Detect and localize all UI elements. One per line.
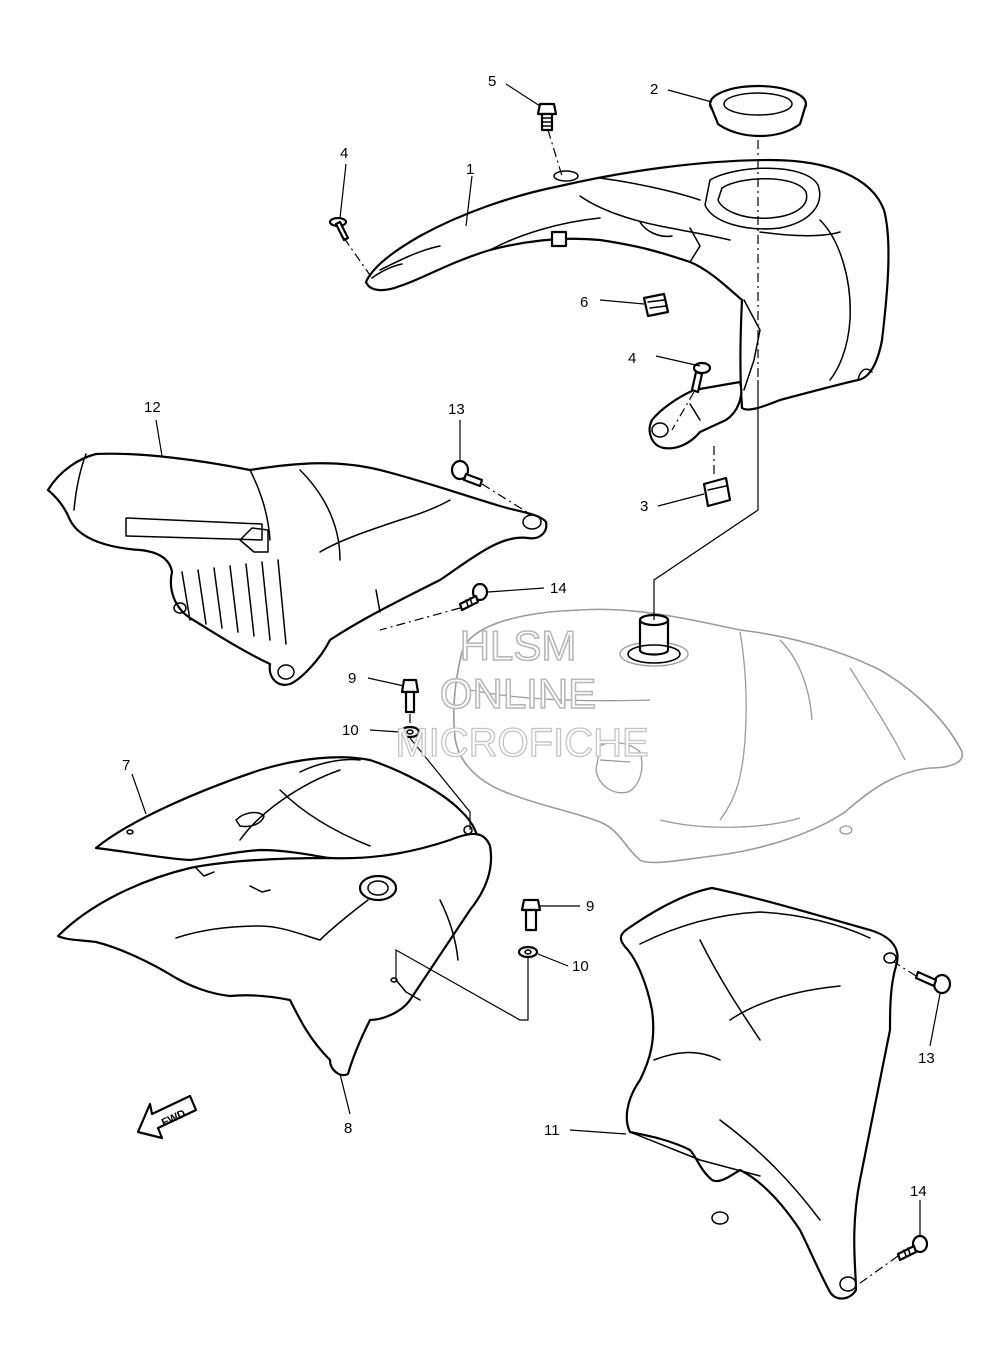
callout-labels: 1 2 3 4 4 5 6 7 8 9 9 10 10 11 12 13 13 … [122, 73, 935, 1200]
bolt-part-14-lower [896, 1234, 929, 1262]
callout-14: 14 [910, 1183, 927, 1200]
callout-14: 14 [550, 580, 567, 597]
assembly-lines [343, 129, 917, 1287]
watermark-line-1: HLSM [460, 622, 577, 669]
bolt-part-5 [536, 102, 558, 132]
callout-leaders [131, 83, 941, 1236]
fuel-tank-ghost [453, 608, 964, 864]
nut-clip-part-3 [702, 476, 732, 508]
grommet-part-2 [708, 84, 808, 138]
watermark: HLSM ONLINE MICROFICHE [395, 621, 650, 765]
callout-1: 1 [466, 161, 474, 178]
callout-11: 11 [544, 1122, 560, 1139]
callout-12: 12 [144, 399, 161, 416]
side-panel-part-8 [56, 832, 493, 1077]
callout-8: 8 [344, 1120, 352, 1137]
callout-7: 7 [122, 757, 130, 774]
tank-cover-part-1 [364, 158, 890, 411]
screw-part-13-upper [450, 459, 484, 488]
callout-10: 10 [342, 722, 359, 739]
connection-lines [395, 380, 759, 1021]
fwd-arrow-icon: FWD [136, 1094, 198, 1140]
side-scoop-part-12 [46, 452, 548, 686]
screw-part-4-upper [328, 216, 350, 242]
callout-13: 13 [918, 1050, 935, 1067]
watermark-line-2: ONLINE [440, 670, 596, 717]
screw-part-13-lower [914, 970, 952, 995]
bolt-part-9-lower [520, 898, 542, 932]
callout-2: 2 [650, 81, 658, 98]
bolt-part-14-upper [458, 582, 489, 612]
callout-10: 10 [572, 958, 589, 975]
callout-4: 4 [628, 350, 636, 367]
callout-6: 6 [580, 294, 588, 311]
cover-bracket [648, 380, 743, 450]
callout-13: 13 [448, 401, 465, 418]
side-cover-part-11 [619, 886, 899, 1300]
callout-4: 4 [340, 145, 348, 162]
callout-3: 3 [640, 498, 648, 515]
washer-part-10-lower [517, 945, 539, 959]
callout-9: 9 [348, 670, 356, 687]
clip-part-6 [642, 292, 670, 318]
watermark-line-3: MICROFICHE [395, 721, 648, 765]
callout-5: 5 [488, 73, 496, 90]
callout-9: 9 [586, 898, 594, 915]
bolt-part-9-upper [400, 678, 420, 714]
